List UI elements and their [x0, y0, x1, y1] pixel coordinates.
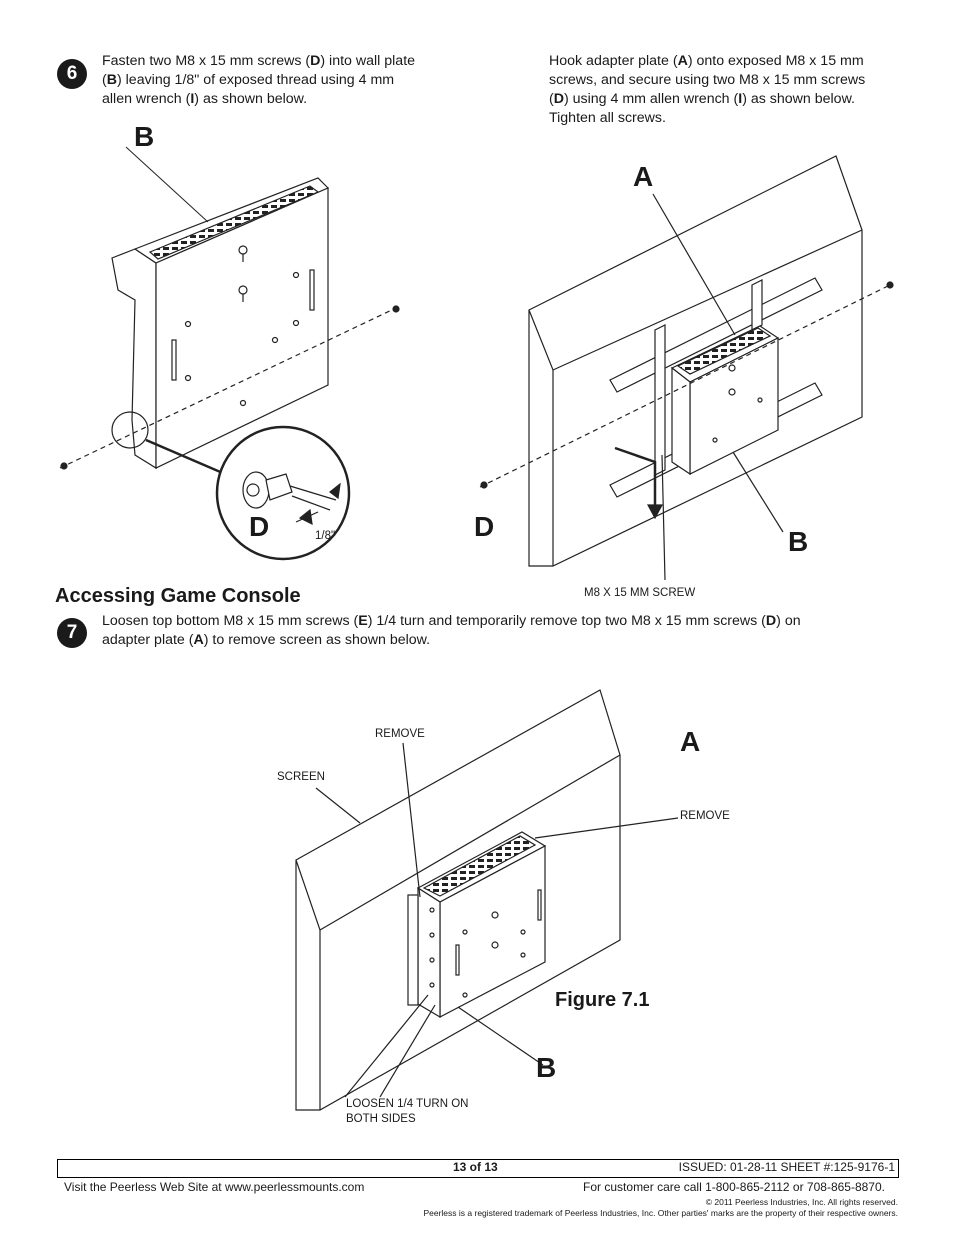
- label-b-wall-plate-right: B: [788, 526, 809, 557]
- footer-bar: [57, 1159, 899, 1178]
- loosen-line-2: BOTH SIDES: [346, 1113, 416, 1125]
- text: Loosen top bottom M8 x 15 mm screws (: [102, 613, 359, 629]
- text: ) to remove screen as shown below.: [203, 632, 431, 648]
- figure-caption: Figure 7.1: [555, 989, 650, 1011]
- text: Hook adapter plate (: [549, 53, 678, 69]
- step-6-badge: 6: [57, 59, 87, 89]
- label-b-figure7: B: [536, 1052, 557, 1083]
- bold-ref: D: [553, 91, 564, 107]
- step-6-left-instructions: Fasten two M8 x 15 mm screws (D) into wa…: [102, 52, 482, 109]
- remove-callout-top: REMOVE: [375, 728, 425, 740]
- mounted-adapter-drawing: [479, 155, 894, 581]
- text: ) onto exposed M8 x 15 mm: [687, 53, 864, 69]
- text: Fasten two M8 x 15 mm screws (: [102, 53, 311, 69]
- text: adapter plate (: [102, 632, 194, 648]
- dimension-label: 1/8": [315, 530, 336, 542]
- step-7-badge: 7: [57, 618, 87, 648]
- text: screws, and secure using two M8 x 15 mm …: [549, 72, 866, 88]
- bold-ref: A: [193, 632, 204, 648]
- label-a-adapter: A: [633, 161, 654, 192]
- text: ) on: [776, 613, 801, 629]
- bold-ref: B: [106, 72, 117, 88]
- step-7-number: 7: [66, 622, 78, 643]
- customer-care: For customer care call 1-800-865-2112 or…: [583, 1180, 885, 1194]
- label-b-wall-plate: B: [134, 121, 155, 152]
- bold-ref: D: [765, 613, 777, 629]
- bold-ref: A: [677, 53, 688, 69]
- step-6-number: 6: [66, 63, 78, 84]
- text: (: [549, 91, 554, 107]
- loosen-callout: LOOSEN 1/4 TURN ON BOTH SIDES: [346, 1097, 469, 1127]
- bold-ref: I: [738, 91, 743, 107]
- text: ) as shown below.: [742, 91, 855, 107]
- text: ) using 4 mm allen wrench (: [563, 91, 739, 107]
- wall-plate-drawing: [59, 146, 400, 561]
- screen-callout: SCREEN: [277, 771, 325, 783]
- text: ) into wall plate: [320, 53, 416, 69]
- bold-ref: E: [358, 613, 368, 629]
- text: ) leaving 1/8" of exposed thread using 4…: [116, 72, 395, 88]
- step-6-right-instructions: Hook adapter plate (A) onto exposed M8 x…: [549, 52, 909, 128]
- section-heading: Accessing Game Console: [55, 585, 301, 607]
- text: ) as shown below.: [194, 91, 308, 107]
- label-d-screw-detail: D: [249, 511, 270, 542]
- step-7-instructions: Loosen top bottom M8 x 15 mm screws (E) …: [102, 612, 892, 650]
- text: (: [102, 72, 107, 88]
- page-number: 13 of 13: [453, 1160, 498, 1174]
- screen-adapter-drawing: [295, 689, 679, 1111]
- bold-ref: D: [310, 53, 321, 69]
- label-d-screw: D: [474, 511, 495, 542]
- bold-ref: I: [190, 91, 195, 107]
- text: Tighten all screws.: [549, 110, 666, 126]
- trademark-note: Peerless is a registered trademark of Pe…: [423, 1208, 898, 1218]
- text: ) 1/4 turn and temporarily remove top tw…: [367, 613, 766, 629]
- text: allen wrench (: [102, 91, 191, 107]
- copyright: © 2011 Peerless Industries, Inc. All rig…: [705, 1197, 898, 1207]
- issued-sheet: ISSUED: 01-28-11 SHEET #:125-9176-1: [678, 1160, 895, 1174]
- website-note: Visit the Peerless Web Site at www.peerl…: [64, 1180, 365, 1194]
- loosen-line-1: LOOSEN 1/4 TURN ON: [346, 1098, 469, 1110]
- remove-callout-right: REMOVE: [680, 810, 730, 822]
- label-a-figure7: A: [680, 726, 701, 757]
- screw-callout: M8 X 15 MM SCREW: [584, 587, 696, 599]
